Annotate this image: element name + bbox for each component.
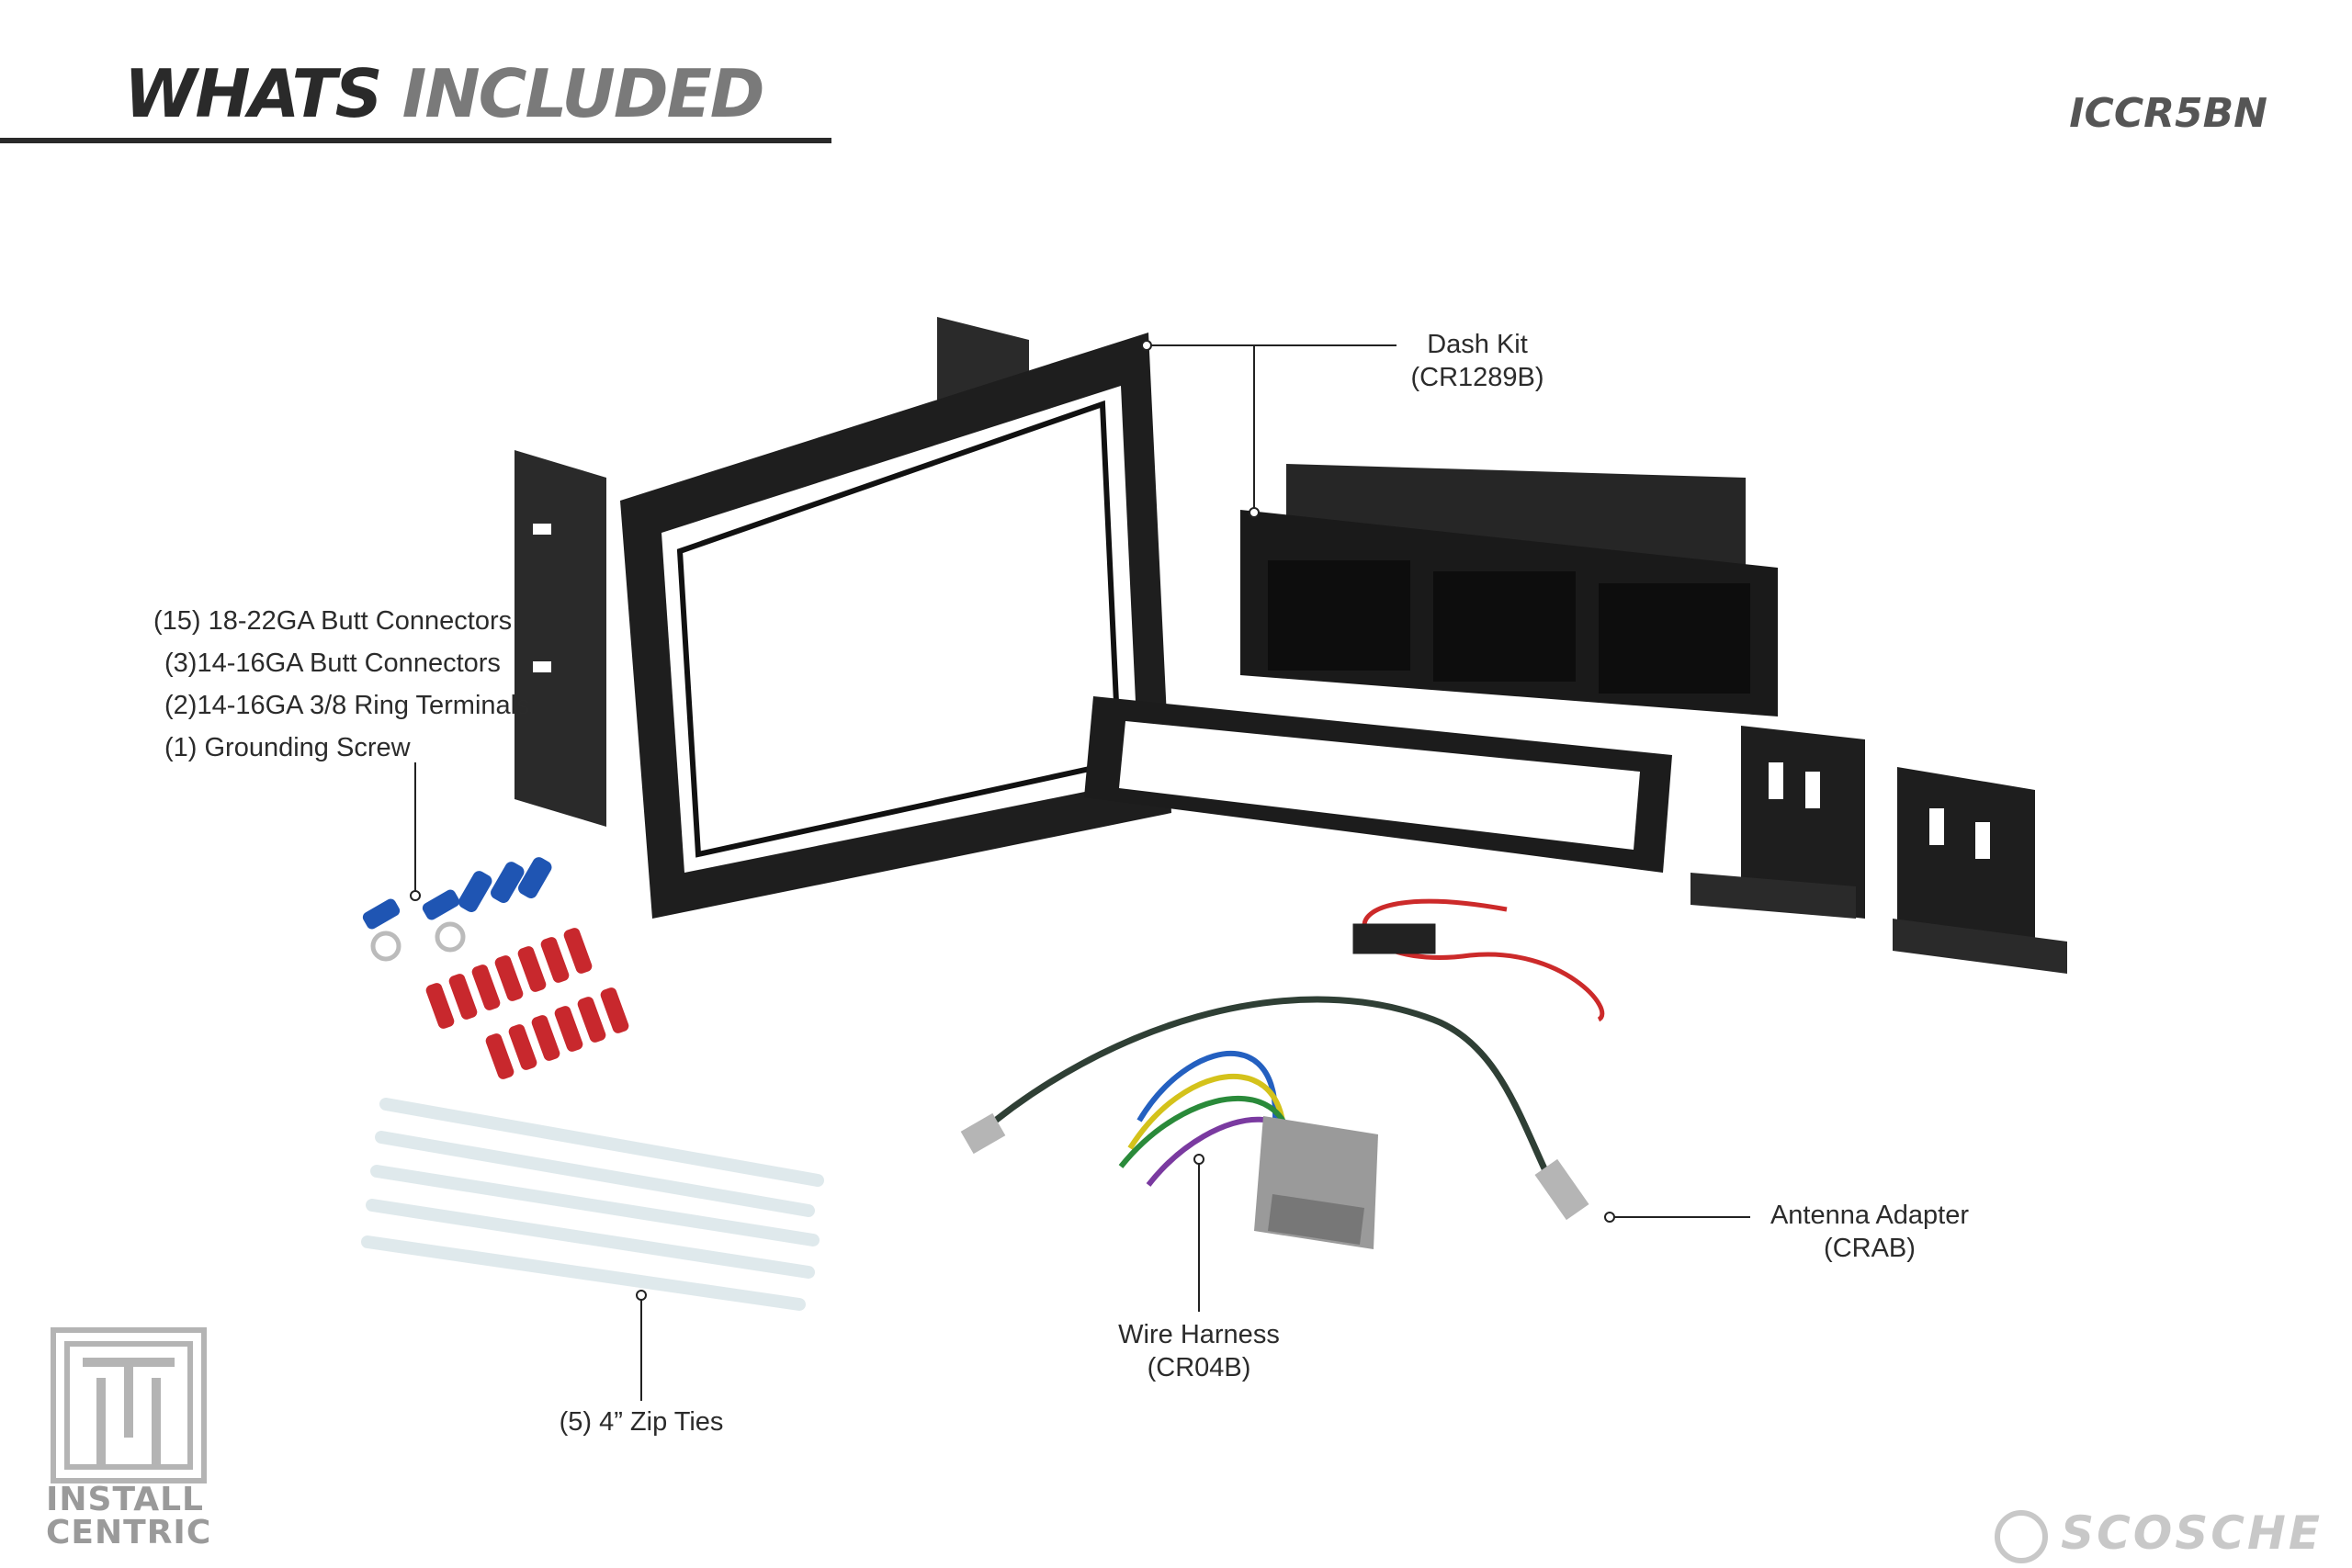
antenna-adapter-label: Antenna Adapter (CRAB) — [1750, 1199, 1989, 1265]
wire-harness-part-number: (CR04B) — [1147, 1353, 1251, 1382]
zip-ties — [361, 1098, 824, 1311]
wire-harness-name: Wire Harness — [1118, 1320, 1280, 1349]
dash-kit-part-number: (CR1289B) — [1410, 363, 1544, 392]
page-title: WHATS INCLUDED — [124, 55, 765, 132]
scosche-mark-icon — [1995, 1509, 2049, 1563]
install-centric-line-2: CENTRIC — [46, 1514, 212, 1551]
wire-harness — [960, 996, 1589, 1249]
connectors-line-1: (15) 18-22GA Butt Connectors — [153, 606, 513, 636]
connectors-label: (15) 18-22GA Butt Connectors (3)14-16GA … — [153, 604, 530, 764]
antenna-adapter-part-number: (CRAB) — [1824, 1234, 1916, 1263]
red-connectors — [425, 928, 629, 1079]
dash-kit-label: Dash Kit (CR1289B) — [1395, 328, 1560, 394]
title-underline — [0, 138, 831, 143]
dash-kit-bezel — [514, 317, 1171, 919]
connectors-line-2: (3)14-16GA Butt Connectors — [164, 649, 501, 678]
install-centric-wordmark: INSTALL CENTRIC — [46, 1483, 211, 1550]
scosche-wordmark: SCOSCHE — [2061, 1506, 2323, 1560]
install-centric-line-1: INSTALL — [46, 1481, 204, 1518]
blue-connectors — [362, 857, 552, 962]
wire-harness-label: Wire Harness (CR04B) — [1107, 1318, 1291, 1384]
side-brackets — [1690, 726, 2067, 974]
title-word-whats: WHATS — [124, 55, 382, 132]
power-fuse-wire — [1352, 898, 1605, 1022]
zip-ties-label: (5) 4” Zip Ties — [540, 1405, 742, 1438]
connectors-line-3: (2)14-16GA 3/8 Ring Terminals — [164, 691, 530, 720]
antenna-adapter-name: Antenna Adapter — [1770, 1201, 1970, 1230]
zip-ties-text: (5) 4” Zip Ties — [559, 1407, 724, 1437]
title-word-included: INCLUDED — [401, 55, 765, 132]
callout-leader-lines — [410, 340, 1750, 1401]
storage-pocket — [1240, 464, 1778, 716]
dash-kit-name: Dash Kit — [1427, 330, 1528, 359]
connectors-line-4: (1) Grounding Screw — [164, 733, 411, 762]
install-centric-logo-icon — [51, 1327, 207, 1483]
trim-ring — [1084, 696, 1672, 873]
scosche-logo: SCOSCHE — [1995, 1506, 2323, 1563]
product-sku: ICCR5BN — [2069, 90, 2267, 137]
